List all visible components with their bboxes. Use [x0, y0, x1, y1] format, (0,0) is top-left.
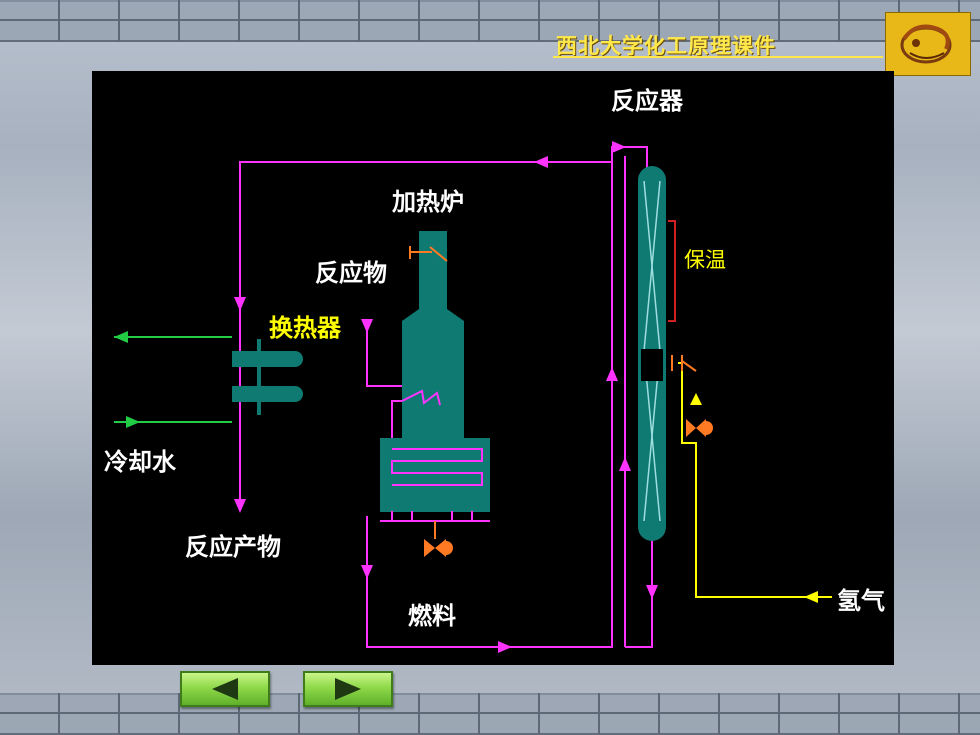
reactant-label: 反应物 [315, 259, 387, 287]
heat-exchanger-label: 换热器 [269, 314, 342, 342]
hydrogen-pipe [678, 362, 832, 598]
fuel-valve [424, 521, 453, 557]
previous-slide-button[interactable] [180, 671, 270, 707]
stack-damper [409, 246, 448, 262]
reactor-process-diagram: 反应器 加热炉 保温 反应物 换热器 冷却水 反应产物 燃料 氢气 [92, 71, 894, 665]
insulation-label: 保温 [684, 248, 726, 272]
fuel-label: 燃料 [408, 602, 456, 630]
cooling-water-pipes [114, 336, 232, 423]
next-slide-button[interactable] [303, 671, 393, 707]
furnace-label: 加热炉 [392, 188, 464, 216]
furnace-coils [380, 389, 490, 522]
arrow-right-icon [335, 678, 361, 700]
title-underline [553, 56, 883, 58]
hydrogen-valve [686, 419, 713, 437]
university-logo [885, 12, 971, 76]
process-arrows [234, 141, 658, 653]
reactor-label: 反应器 [611, 87, 684, 115]
hydrogen-label: 氢气 [837, 587, 885, 615]
reaction-product-label: 反应产物 [185, 533, 281, 561]
check-valve [671, 355, 697, 372]
heating-furnace [380, 231, 490, 512]
heat-exchanger-unit [232, 339, 303, 415]
arrow-left-icon [212, 678, 238, 700]
brick-border-top [0, 0, 980, 42]
insulation-bracket [668, 220, 676, 322]
cooling-water-label: 冷却水 [104, 448, 177, 476]
brick-border-bottom [0, 693, 980, 735]
reactor-column [638, 166, 666, 541]
course-title: 西北大学化工原理课件 [556, 34, 776, 58]
